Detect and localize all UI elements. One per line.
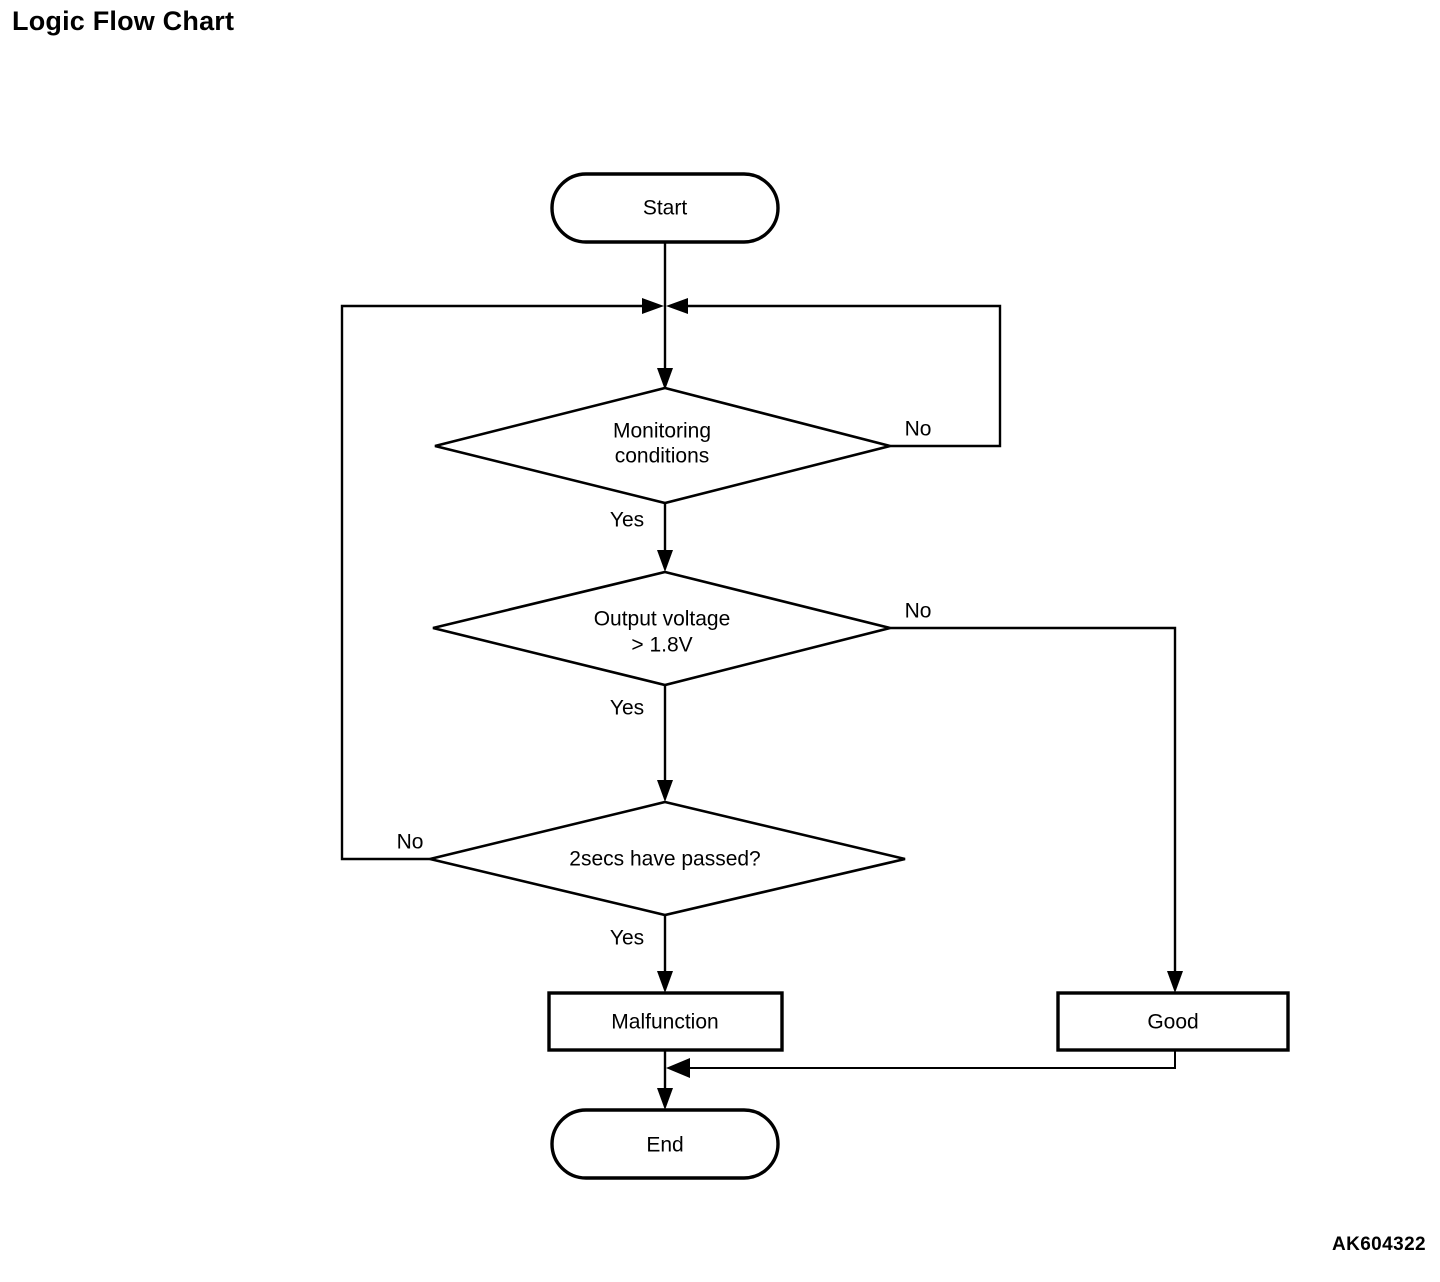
edge-timer-no-loopback [340,298,664,861]
edge-good-to-end [666,1050,1176,1078]
node-timer-label: 2secs have passed? [569,848,760,871]
footer-code: AK604322 [1331,1234,1426,1255]
node-malfunction-label: Malfunction [611,1011,718,1034]
edge-label-monitoring-no: No [905,418,932,441]
edge-label-timer-no: No [397,831,424,854]
node-voltage-label-line2: > 1.8V [631,634,692,657]
node-monitoring-label-line2: conditions [615,445,710,468]
edge-voltage-no-to-good [890,626,1183,993]
edge-monitoring-yes-to-voltage [657,503,673,572]
edge-merge-to-monitoring [657,306,673,390]
node-good[interactable]: Good [1056,991,1290,1052]
node-malfunction[interactable]: Malfunction [547,991,784,1052]
node-end[interactable]: End [550,1108,780,1180]
node-monitoring-label-line1: Monitoring [613,420,711,443]
node-output-voltage[interactable]: Output voltage > 1.8V [432,570,891,687]
page-title: Logic Flow Chart [12,6,235,36]
node-good-label: Good [1147,1011,1198,1034]
edge-voltage-yes-to-timer [657,685,673,802]
edge-monitoring-no-loopback [666,298,1002,448]
node-monitoring-conditions[interactable]: Monitoring conditions [434,386,891,505]
edge-label-timer-yes: Yes [610,927,644,950]
node-voltage-label-line1: Output voltage [594,608,731,631]
edge-label-voltage-yes: Yes [610,697,644,720]
edge-malfunction-to-end [657,1050,673,1110]
edge-label-voltage-no: No [905,600,932,623]
node-start-label: Start [643,197,688,220]
node-end-label: End [646,1134,683,1157]
edge-timer-yes-to-malfunction [657,915,673,993]
node-timer-check[interactable]: 2secs have passed? [429,800,906,917]
edge-label-monitoring-yes: Yes [610,509,644,532]
node-start[interactable]: Start [550,172,780,244]
